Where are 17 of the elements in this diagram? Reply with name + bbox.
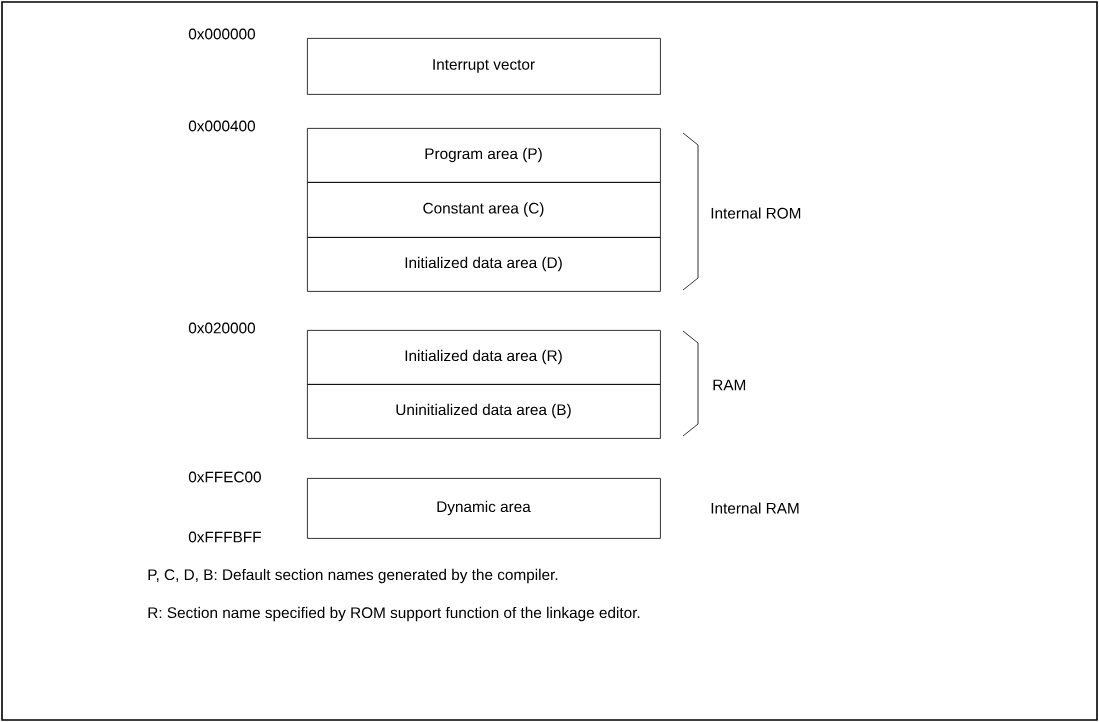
text-label: 0x000000 [188,28,255,40]
memory-section-box: Initialized data area (D) [307,237,661,292]
memory-section-box: Dynamic area [307,478,661,539]
memory-section-box: Program area (P) [307,128,661,183]
text-label: 0xFFEC00 [188,471,261,483]
memory-section-box: Interrupt vector [307,38,661,95]
memory-section-box: Initialized data area (R) [307,330,661,385]
text-label: 0x020000 [188,322,255,334]
memory-section-box: Uninitialized data area (B) [307,384,661,439]
text-label: R: Section name specified by ROM support function of the linkage editor. [148,606,640,622]
text-label: 0xFFFBFF [188,531,261,543]
text-label: Internal RAM [711,502,799,514]
memory-section-box: Constant area (C) [307,182,661,238]
text-label: Internal ROM [711,207,801,219]
text-label: P, C, D, B: Default section names generated by the compiler. [148,568,558,584]
text-label: 0x000400 [188,120,255,132]
text-label: RAM [713,379,746,391]
